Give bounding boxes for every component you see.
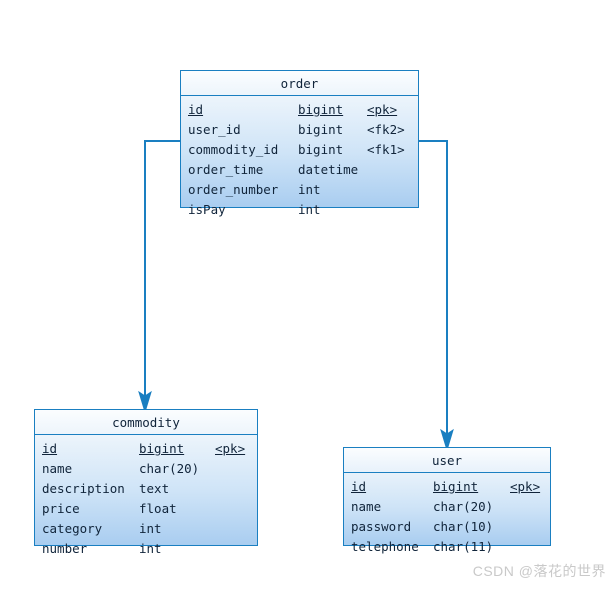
attribute-type: datetime <box>298 162 359 177</box>
attribute-name: id <box>188 102 204 117</box>
relationship-order-commodity <box>138 140 180 414</box>
attribute-name: commodity_id <box>188 142 279 157</box>
attribute-row: name char(20) <box>344 497 550 517</box>
attribute-key-badge: <fk1> <box>367 142 405 157</box>
attribute-type: bigint <box>139 441 185 456</box>
attribute-row: user_id bigint <fk2> <box>181 120 418 140</box>
attribute-name: description <box>42 481 125 496</box>
attribute-type: int <box>139 541 162 556</box>
attribute-row: order_number int <box>181 180 418 200</box>
entity-attribute-list: id bigint <pk> name char(20) description text p… <box>35 435 257 564</box>
attribute-row: description text <box>35 479 257 499</box>
attribute-type: bigint <box>298 122 344 137</box>
attribute-row: password char(10) <box>344 517 550 537</box>
relationship-line <box>419 140 448 442</box>
attribute-key-badge: <pk> <box>367 102 398 117</box>
attribute-key-badge: <pk> <box>215 441 246 456</box>
entity-title: order <box>181 71 418 96</box>
attribute-type: char(10) <box>433 519 494 534</box>
attribute-name: category <box>42 521 103 536</box>
attribute-row: order_time datetime <box>181 160 418 180</box>
attribute-row: name char(20) <box>35 459 257 479</box>
attribute-row: commodity_id bigint <fk1> <box>181 140 418 160</box>
attribute-type: char(20) <box>433 499 494 514</box>
entity-user[interactable]: user id bigint <pk> name char(20) password cha… <box>343 447 551 554</box>
entity-attribute-list: id bigint <pk> name char(20) password char(10)… <box>344 473 550 562</box>
attribute-type: text <box>139 481 170 496</box>
attribute-name: price <box>42 501 80 516</box>
attribute-name: telephone <box>351 539 419 554</box>
attribute-key-badge: <pk> <box>510 479 541 494</box>
attribute-type: char(11) <box>433 539 494 554</box>
attribute-name: id <box>351 479 367 494</box>
attribute-name: number <box>42 541 88 556</box>
attribute-type: bigint <box>298 142 344 157</box>
watermark-label: CSDN @落花的世界 <box>472 563 606 579</box>
attribute-row: id bigint <pk> <box>35 439 257 459</box>
attribute-row: id bigint <pk> <box>181 100 418 120</box>
relationship-order-user <box>419 140 454 452</box>
attribute-name: isPay <box>188 202 226 217</box>
attribute-type: bigint <box>298 102 344 117</box>
attribute-name: password <box>351 519 412 534</box>
entity-title: commodity <box>35 410 257 435</box>
entity-commodity[interactable]: commodity id bigint <pk> name char(20) descri… <box>34 409 258 556</box>
attribute-type: int <box>298 182 321 197</box>
attribute-type: float <box>139 501 177 516</box>
attribute-name: id <box>42 441 58 456</box>
attribute-type: bigint <box>433 479 479 494</box>
attribute-name: order_number <box>188 182 279 197</box>
attribute-name: user_id <box>188 122 241 137</box>
attribute-row: telephone char(11) <box>344 537 550 557</box>
attribute-type: char(20) <box>139 461 200 476</box>
attribute-key-badge: <fk2> <box>367 122 405 137</box>
attribute-name: name <box>42 461 73 476</box>
attribute-row: isPay int <box>181 200 418 220</box>
entity-title: user <box>344 448 550 473</box>
attribute-name: name <box>351 499 382 514</box>
attribute-row: category int <box>35 519 257 539</box>
attribute-row: id bigint <pk> <box>344 477 550 497</box>
attribute-type: int <box>298 202 321 217</box>
attribute-row: price float <box>35 499 257 519</box>
attribute-type: int <box>139 521 162 536</box>
relationship-line <box>144 140 180 404</box>
attribute-row: number int <box>35 539 257 559</box>
attribute-name: order_time <box>188 162 264 177</box>
